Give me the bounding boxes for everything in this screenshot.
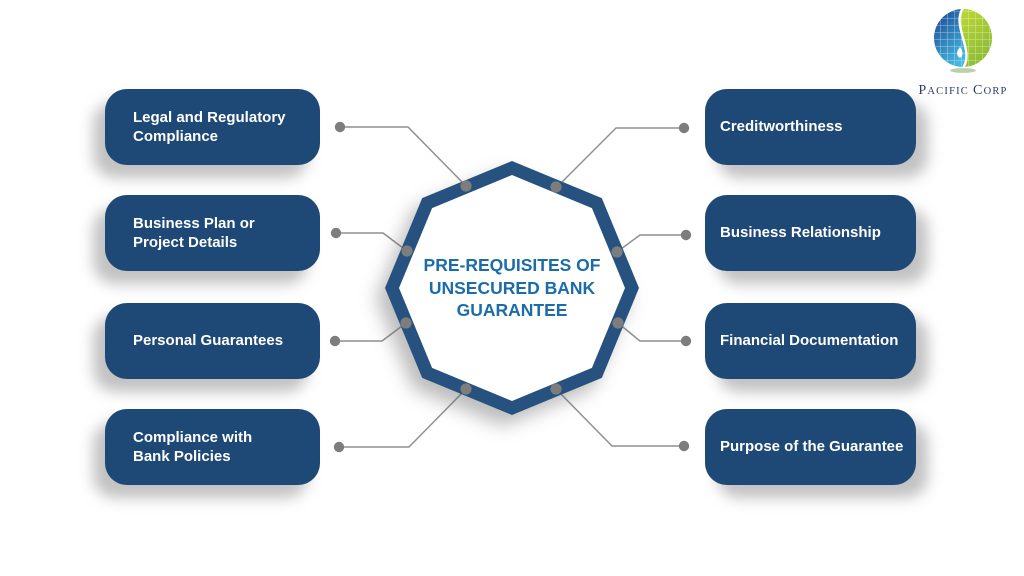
connector-line [335,322,407,342]
center-title-line: UNSECURED BANK [428,277,596,298]
box-business-relationship: Business Relationship [705,195,916,271]
octagon-face [399,175,625,401]
topic-label-line: Bank Policies [133,448,231,465]
center-title-line: GUARANTEE [456,300,568,321]
topic-label-line: Business Relationship [720,224,881,242]
topic-label-line: Financial Documentation [720,332,899,350]
connector-dot [680,229,692,241]
connector-dot [330,227,342,239]
center-title-line: PRE-REQUISITES OF [423,254,601,275]
topic-label: Legal and Regulatory Compliance [105,108,298,147]
connector-line [339,388,467,448]
topic-label-line: Creditworthiness [720,118,843,136]
topic-label: Financial Documentation [705,331,906,351]
globe-base-shadow [950,68,976,73]
connector-line [556,127,684,188]
connector-dot-group [329,121,692,453]
connector-dot [678,122,690,134]
topic-label: Business Plan or Project Details [105,214,267,253]
connector-dot [612,317,624,329]
globe-teardrop [957,47,963,58]
connector-dot [333,441,345,453]
connector-dot [460,180,472,192]
connector-line [340,126,467,187]
connector-dot [680,335,692,347]
center-title: PRE-REQUISITES OF UNSECURED BANK GUARANT… [405,181,619,395]
connector-line [616,234,686,253]
box-personal-guarantees: Personal Guarantees [105,303,320,379]
box-compliance-bank-policies: Compliance with Bank Policies [105,409,320,485]
topic-label-line: Purpose of the Guarantee [720,438,904,456]
connector-line [555,388,684,447]
connector-line [336,232,408,252]
topic-label-line: Compliance [133,128,219,145]
globe-icon [934,9,992,67]
connector-dot [550,383,562,395]
topic-label-line: Personal Guarantees [133,332,284,350]
connector-dot [401,245,413,257]
connector-dot [400,317,412,329]
topic-label-line: Legal and Regulatory [133,108,286,126]
center-octagon: PRE-REQUISITES OF UNSECURED BANK GUARANT… [385,161,639,415]
box-financial-documentation: Financial Documentation [705,303,916,379]
topic-label-line: Project Details [133,234,238,251]
topic-label: Purpose of the Guarantee [705,437,911,457]
connector-line [617,322,686,342]
connector-dot [334,121,346,133]
connector-dot [611,246,623,258]
topic-label: Creditworthiness [705,117,851,137]
box-business-plan-project-details: Business Plan or Project Details [105,195,320,271]
box-purpose-of-guarantee: Purpose of the Guarantee [705,409,916,485]
topic-label: Compliance with Bank Policies [105,428,264,467]
box-legal-regulatory-compliance: Legal and Regulatory Compliance [105,89,320,165]
octagon-border [385,161,639,415]
connector-dot [550,181,562,193]
topic-label: Personal Guarantees [105,331,295,351]
connector-dot [678,440,690,452]
connector-dot [460,383,472,395]
box-creditworthiness: Creditworthiness [705,89,916,165]
topic-label-line: Business Plan or [133,214,255,232]
topic-label: Business Relationship [705,223,889,243]
connector-dot [329,335,341,347]
topic-label-line: Compliance with [133,428,253,446]
connector-line-group [335,126,686,448]
